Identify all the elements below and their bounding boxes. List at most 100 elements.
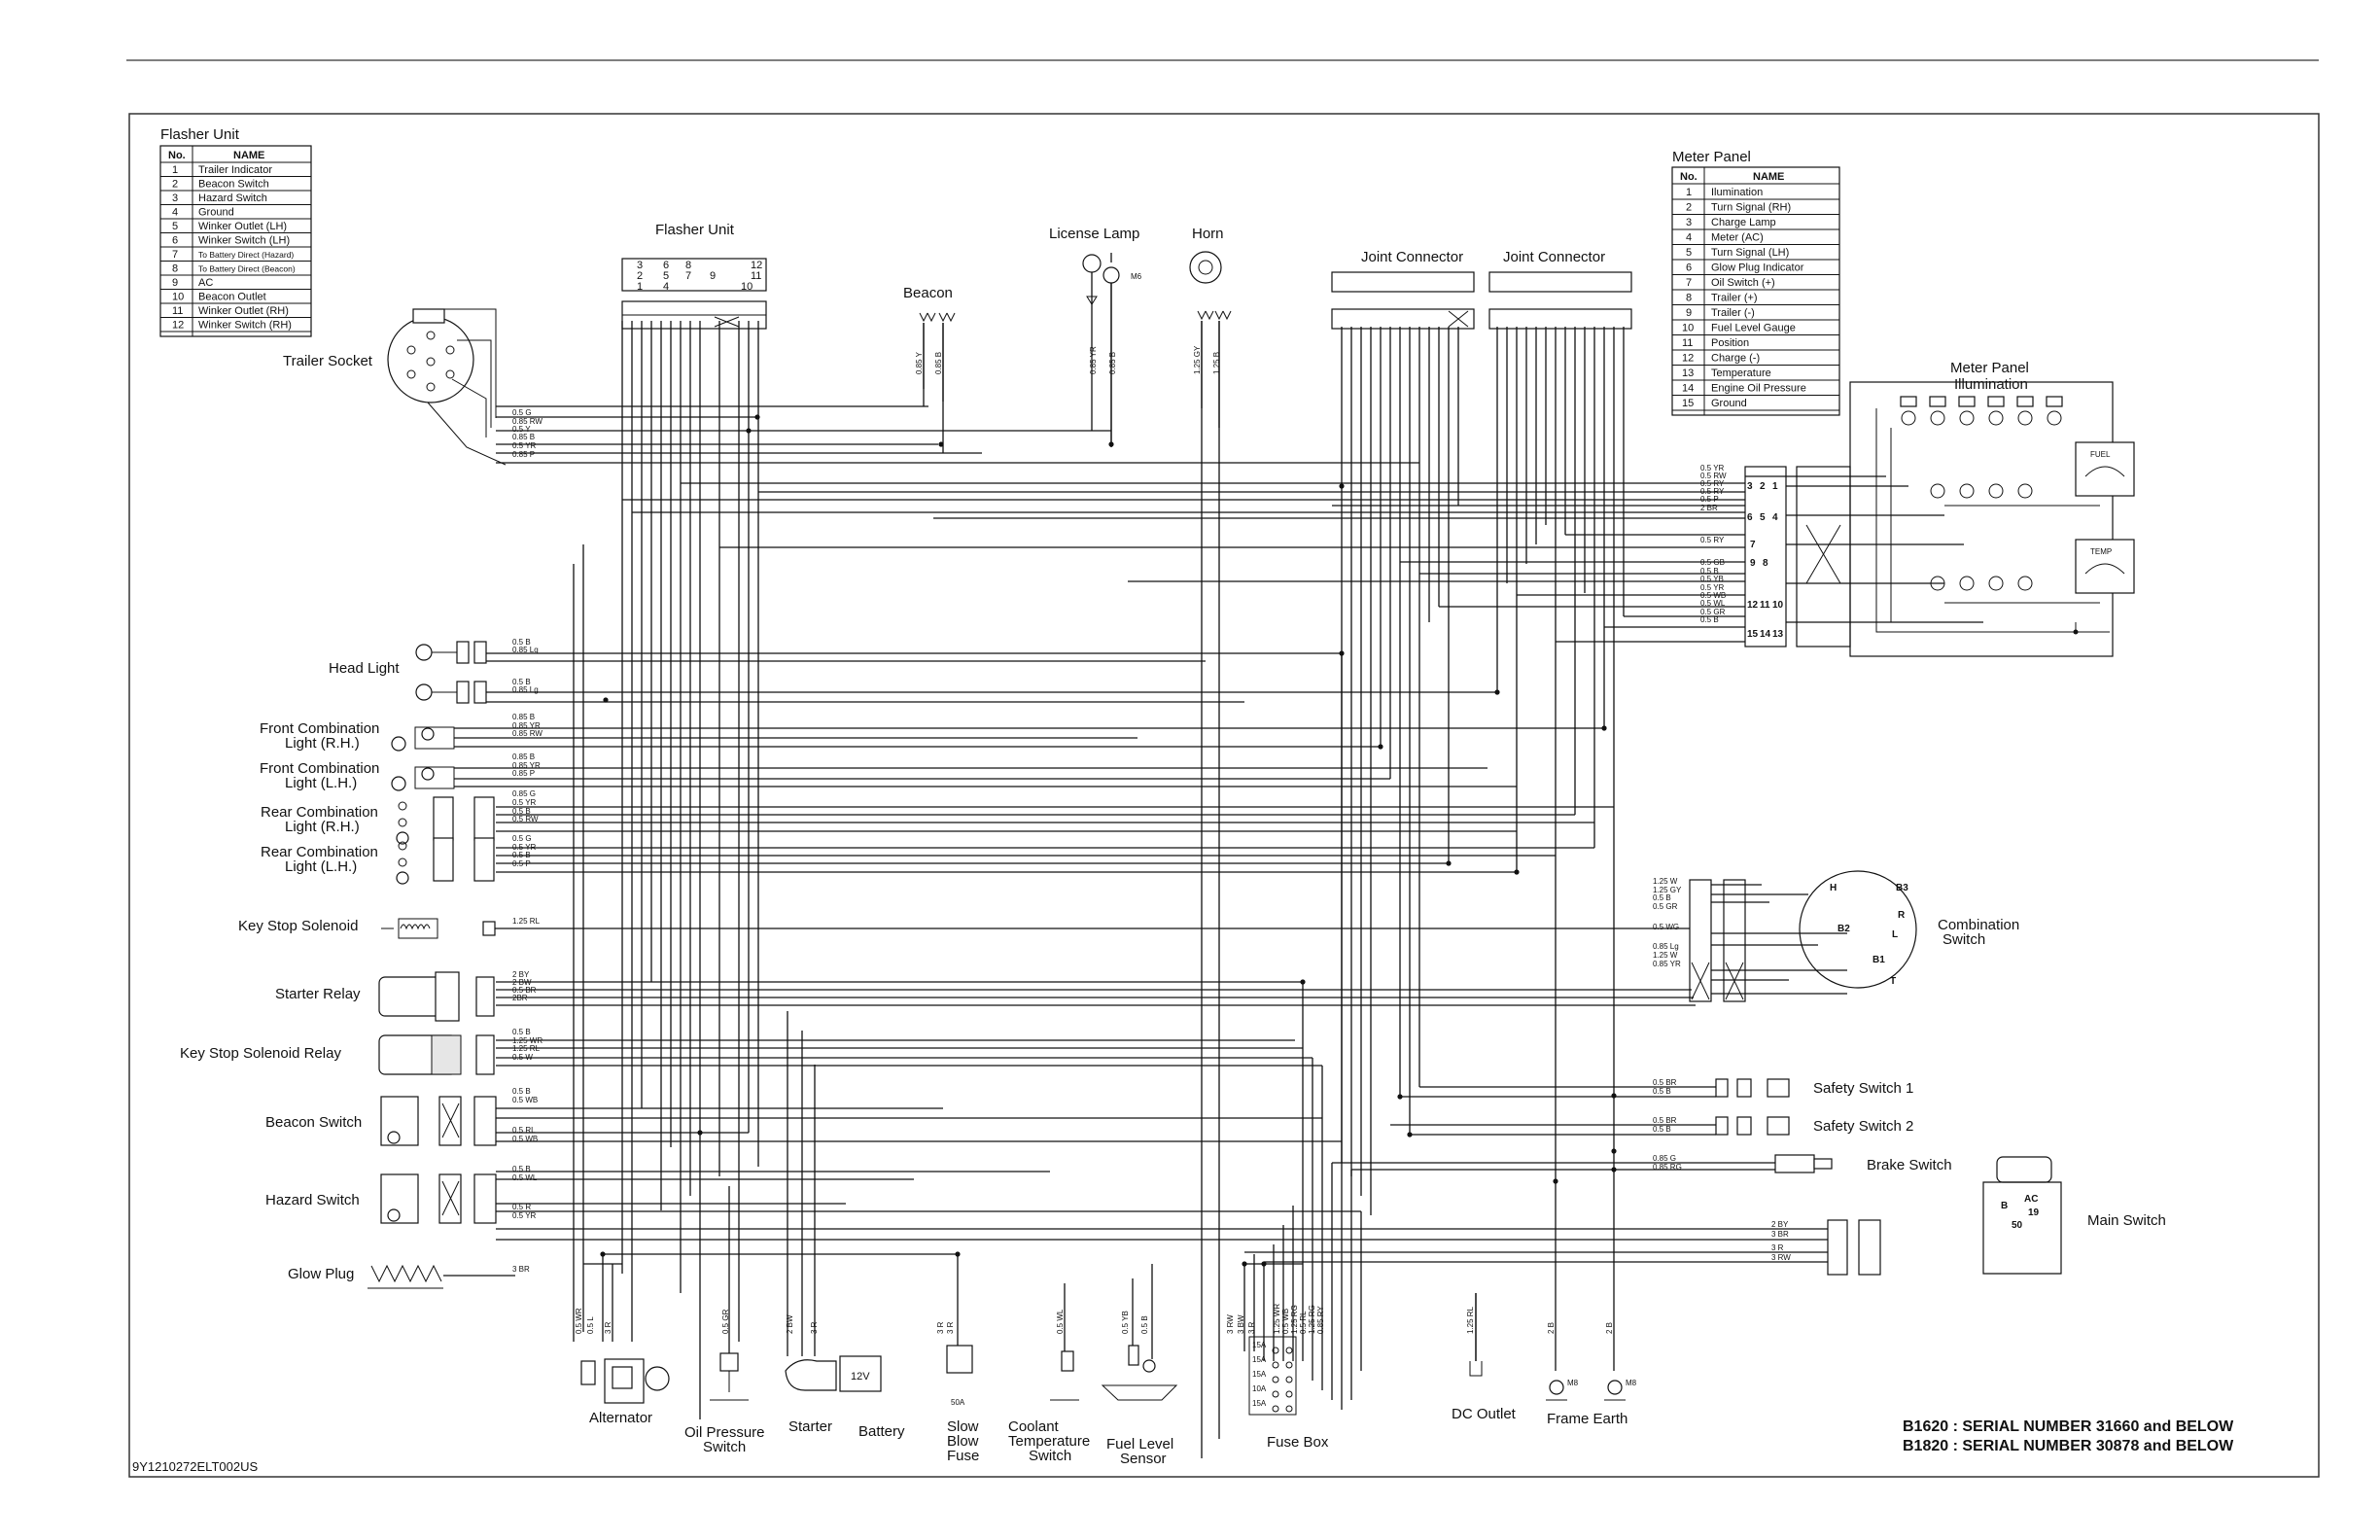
wire-label: 0.5 G — [512, 408, 532, 417]
wire-label: 0.5 L — [586, 1316, 595, 1334]
wire-label: 0.85 YR — [512, 761, 541, 770]
label-main-switch: Main Switch — [2087, 1212, 2166, 1229]
meter-connector — [1744, 466, 1787, 648]
label-safety-switch-1: Safety Switch 1 — [1813, 1080, 1913, 1097]
wire-label: 2BR — [512, 994, 528, 1002]
glow-plug — [368, 1264, 515, 1289]
flasher-pin: 2 — [637, 270, 643, 282]
meter-row-no: 13 — [1682, 368, 1694, 379]
ground-m6: M6 — [1131, 272, 1142, 281]
meter-col-name: NAME — [1753, 171, 1784, 183]
meter-row-name: Ground — [1711, 398, 1747, 409]
meter-row-no: 15 — [1682, 398, 1694, 409]
meter-row-name: Trailer (-) — [1711, 307, 1755, 319]
label-safety-switch-2: Safety Switch 2 — [1813, 1118, 1913, 1135]
joint-connector-2 — [1488, 271, 1632, 330]
meter-pin: 5 — [1760, 512, 1766, 523]
ground-m8a: M8 — [1567, 1379, 1579, 1387]
wire-label: 0.5 B — [1653, 893, 1671, 902]
meter-pin: 13 — [1772, 629, 1784, 640]
label-joint-connector-2: Joint Connector — [1503, 249, 1605, 265]
meter-row-no: 14 — [1682, 383, 1694, 395]
horn-icon — [1189, 251, 1222, 284]
wire-label: 1.25 RG — [1308, 1305, 1316, 1334]
trailer-socket — [387, 308, 507, 466]
wire-label: 0.85 P — [512, 769, 535, 778]
wire-label: 0.85 RY — [1316, 1306, 1325, 1334]
label-slow-blow-2: Blow — [947, 1433, 979, 1450]
joint-connector-1 — [1331, 271, 1475, 330]
wire-label: 0.85 RW — [512, 729, 542, 738]
meter-row-name: Meter (AC) — [1711, 232, 1764, 244]
label-starter: Starter — [788, 1418, 832, 1435]
meter-row-no: 3 — [1686, 217, 1692, 228]
label-rear-comb-lh-2: Light (L.H.) — [285, 858, 357, 875]
main-terminal: AC — [2024, 1194, 2038, 1205]
meter-pin: 14 — [1760, 629, 1771, 640]
label-key-stop-solenoid: Key Stop Solenoid — [238, 918, 358, 934]
wire-label: 0.5 RL — [512, 1126, 536, 1135]
fuse-label: 15A — [1252, 1399, 1267, 1408]
wire-label: 3 R — [1771, 1243, 1784, 1252]
wire-label: 0.5 G — [512, 834, 532, 843]
wire-label: 0.5 BR — [1653, 1078, 1677, 1087]
wire-label: 0.5 W — [512, 1053, 533, 1062]
meter-row-name: Charge Lamp — [1711, 217, 1776, 228]
label-combination-switch-1: Combination — [1938, 917, 2019, 933]
rear-comb-rh — [396, 796, 495, 845]
beacon-switch — [380, 1096, 497, 1146]
horn — [1189, 251, 1232, 428]
slow-blow-fuse-unit: 50A — [946, 1345, 973, 1407]
flasher-row-name: Winker Outlet (LH) — [198, 221, 287, 232]
wire-label: 3 BR — [512, 1265, 530, 1274]
wire-label: 1.25 WR — [512, 1036, 542, 1045]
flasher-pin: 4 — [663, 281, 669, 293]
label-oil-pressure-1: Oil Pressure — [684, 1424, 765, 1441]
label-front-comb-rh-1: Front Combination — [260, 720, 379, 737]
flasher-row-name: Hazard Switch — [198, 192, 267, 204]
diagram-frame — [128, 113, 2320, 1478]
wire-label: 0.5 P — [512, 859, 531, 868]
meter-row-name: Temperature — [1711, 368, 1771, 379]
meter-pin: 4 — [1772, 512, 1778, 523]
safety-switch-2 — [1715, 1116, 1790, 1136]
fuse-label: 15A — [1252, 1370, 1267, 1379]
wire-label: 0.5 RW — [512, 815, 539, 823]
front-comb-rh — [391, 726, 455, 752]
main-terminal: 50 — [2012, 1220, 2023, 1231]
flasher-row-name: Ground — [198, 207, 234, 219]
wire-label: 0.5 B — [512, 678, 531, 686]
meter-row-no: 5 — [1686, 247, 1692, 259]
meter-pin: 12 — [1747, 600, 1759, 611]
wire-label: 0.5 RY — [1700, 487, 1725, 496]
battery-unit: 12V — [839, 1355, 882, 1392]
flasher-pin: 8 — [685, 260, 691, 271]
meter-pin: 2 — [1760, 481, 1766, 492]
label-license-lamp: License Lamp — [1049, 226, 1139, 242]
wire-label: 0.85 G — [512, 789, 536, 798]
starter-relay — [378, 971, 495, 1022]
meter-row-no: 8 — [1686, 293, 1692, 304]
wire-label: 1.25 RL — [512, 1044, 541, 1053]
wire-label: 0.5 RW — [1700, 472, 1727, 480]
label-slow-blow-1: Slow — [947, 1418, 979, 1435]
meter-row-no: 12 — [1682, 353, 1694, 365]
component-labels: Trailer Socket Flasher Unit Beacon Licen… — [180, 222, 2166, 1467]
meter-row-no: 6 — [1686, 262, 1692, 274]
brake-switch — [1774, 1154, 1833, 1173]
temp-gauge — [2075, 539, 2135, 594]
wire-label: 0.85 G — [1653, 1154, 1676, 1163]
trailer-socket-body — [387, 316, 474, 403]
fuel-level-sensor — [1101, 1345, 1178, 1401]
head-light-lh-icon — [415, 683, 433, 701]
meter-row-name: Turn Signal (LH) — [1711, 247, 1789, 259]
starter-motor — [785, 1359, 837, 1391]
label-combination-switch-2: Switch — [1942, 931, 1985, 948]
flasher-row-name: AC — [198, 277, 213, 289]
label-battery: Battery — [858, 1423, 905, 1440]
wire-label: 0.5 WG — [1653, 923, 1679, 931]
wire-label: 2 BR — [1700, 504, 1718, 512]
wire-label: 3 RW — [1771, 1253, 1791, 1262]
